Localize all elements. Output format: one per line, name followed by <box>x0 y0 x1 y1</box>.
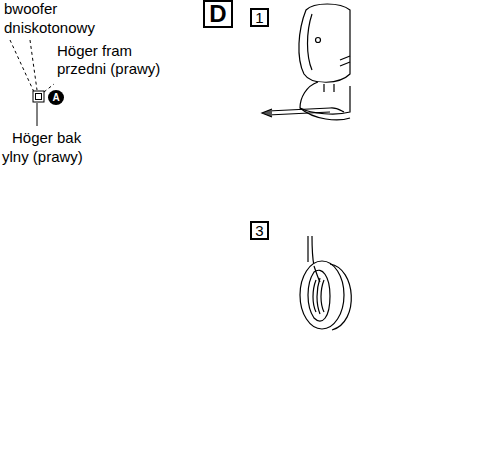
part-label: bwoofer <box>4 0 57 17</box>
dashed-line <box>10 40 34 92</box>
part-label: Höger fram <box>57 42 132 59</box>
part-label: Höger bak <box>12 129 81 146</box>
step-number-box: 1 <box>250 8 269 27</box>
dashed-line <box>30 40 37 90</box>
section-letter-box: D <box>203 0 233 28</box>
speaker-square-inner <box>36 94 42 100</box>
step-number-box: 3 <box>250 221 269 240</box>
speaker-front <box>262 4 350 120</box>
speaker-rear <box>300 236 351 330</box>
node-text: 1 <box>255 10 263 25</box>
callout-letter: A <box>48 90 64 105</box>
node-text: A <box>52 93 59 103</box>
speaker-square <box>33 91 44 102</box>
leader-line <box>37 103 38 126</box>
part-label: przedni (prawy) <box>57 60 160 77</box>
part-label: dniskotonowy <box>4 19 95 36</box>
node-text: D <box>209 2 226 26</box>
node-text: 3 <box>255 223 263 238</box>
part-label: ylny (prawy) <box>2 148 83 165</box>
